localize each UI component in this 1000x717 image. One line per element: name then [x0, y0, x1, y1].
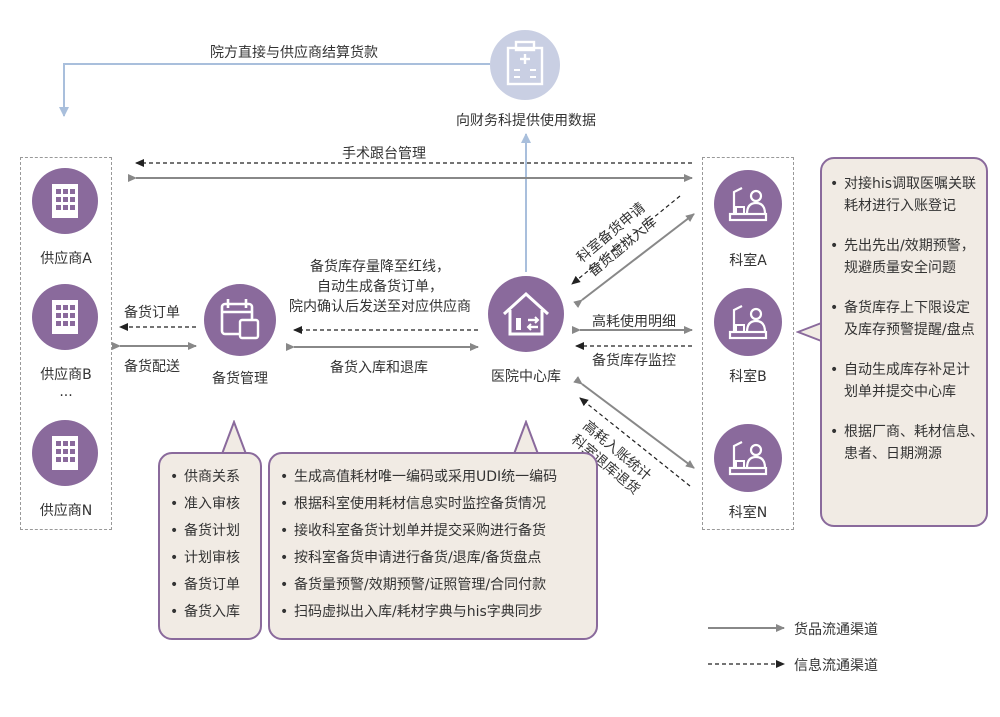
- suppliers-group: [20, 157, 112, 530]
- departments-group: [702, 157, 794, 530]
- return-info-arrow: [579, 397, 691, 487]
- bubble-item: 生成高值耗材唯一编码或采用UDI统一编码: [278, 464, 588, 491]
- calendar-icon: [204, 284, 276, 356]
- bubble-item: 备货量预警/效期预警/证照管理/合同付款: [278, 572, 588, 599]
- auto-order-line: 自动生成备货订单，: [317, 279, 443, 295]
- delivery-label: 备货配送: [124, 359, 180, 375]
- department-bubble-pointer: [796, 321, 825, 343]
- apply-info-arrow: [571, 195, 681, 285]
- bubble-item: 对接his调取医嘱关联 耗材进行入账登记: [828, 173, 980, 217]
- bubble-item: 先出先出/效期预警， 规避质量安全问题: [828, 235, 980, 279]
- center-label: 医院中心库: [491, 369, 561, 385]
- usage-label: 高耗使用明细: [592, 314, 676, 330]
- bubble-item: 计划审核: [168, 545, 252, 572]
- center-bubble: 生成高值耗材唯一编码或采用UDI统一编码 根据科室使用耗材信息实时监控备货情况 …: [268, 452, 598, 640]
- bubble-item-line: 备货库存上下限设定: [844, 300, 970, 316]
- auto-order-note: 备货库存量降至红线， 自动生成备货订单， 院内确认后发送至对应供应商: [270, 257, 490, 317]
- return-goods-arrow: [573, 376, 695, 469]
- bubble-item: 备货库存上下限设定 及库存预警提醒/盘点: [828, 297, 980, 341]
- bubble-item-line: 先出先出/效期预警，: [844, 238, 975, 254]
- supplier-building-icon: [32, 420, 98, 486]
- bubble-item-line: 患者、日期溯源: [844, 446, 942, 462]
- bubble-item: 根据厂商、耗材信息、 患者、日期溯源: [828, 421, 984, 465]
- order-label: 备货订单: [124, 305, 180, 321]
- center-bubble-pointer: [513, 420, 539, 455]
- bubble-item: 备货计划: [168, 518, 252, 545]
- supplier-building-icon: [32, 284, 98, 350]
- stock-management-label: 备货管理: [212, 371, 268, 387]
- bubble-item-line: 耗材进行入账登记: [844, 198, 956, 214]
- bubble-item: 备货入库: [168, 599, 252, 626]
- doctor-desk-icon: [714, 170, 782, 238]
- department-label: 科室A: [729, 253, 767, 269]
- bubble-item: 接收科室备货计划单并提交采购进行备货: [278, 518, 588, 545]
- doctor-desk-icon: [714, 424, 782, 492]
- bubble-item-line: 及库存预警提醒/盘点: [844, 322, 975, 338]
- legend-goods-label: 货品流通渠道: [794, 622, 878, 638]
- stock-bubble-pointer: [221, 420, 247, 455]
- stock-management-bubble: 供商关系 准入审核 备货计划 计划审核 备货订单 备货入库: [158, 452, 262, 640]
- supplier-building-icon: [32, 168, 98, 234]
- bubble-item: 准入审核: [168, 491, 252, 518]
- department-label: 科室B: [729, 369, 767, 385]
- hospital-building-icon: [490, 30, 560, 100]
- bubble-item-line: 划单并提交中心库: [844, 384, 956, 400]
- legend-info-label: 信息流通渠道: [794, 658, 878, 674]
- department-bubble: 对接his调取医嘱关联 耗材进行入账登记 先出先出/效期预警， 规避质量安全问题…: [820, 157, 988, 527]
- bubble-item: 自动生成库存补足计 划单并提交中心库: [828, 359, 980, 403]
- bubble-item: 备货订单: [168, 572, 252, 599]
- bubble-item-line: 对接his调取医嘱关联: [844, 176, 977, 192]
- department-label: 科室N: [728, 505, 768, 521]
- supplier-label: 供应商B: [40, 367, 92, 383]
- payment-label: 院方直接与供应商结算货款: [210, 45, 378, 61]
- apply-goods-arrow: [573, 213, 695, 309]
- bubble-item: 扫码虚拟出入库/耗材字典与his字典同步: [278, 599, 588, 626]
- doctor-desk-icon: [714, 288, 782, 356]
- bubble-item: 按科室备货申请进行备货/退库/备货盘点: [278, 545, 588, 572]
- bubble-item: 根据科室使用耗材信息实时监控备货情况: [278, 491, 588, 518]
- bubble-item-line: 自动生成库存补足计: [844, 362, 970, 378]
- supplier-label: 供应商N: [39, 503, 93, 519]
- auto-order-line: 备货库存量降至红线，: [310, 259, 450, 275]
- monitor-label: 备货库存监控: [592, 353, 676, 369]
- bubble-item: 供商关系: [168, 464, 252, 491]
- inout-label: 备货入库和退库: [330, 360, 428, 376]
- supplier-label: 供应商A: [40, 251, 92, 267]
- surgery-label: 手术跟台管理: [342, 146, 426, 162]
- payment-arrow: [59, 63, 490, 117]
- auto-order-line: 院内确认后发送至对应供应商: [289, 299, 471, 315]
- finance-label: 向财务科提供使用数据: [456, 113, 596, 129]
- bubble-item-line: 根据厂商、耗材信息、: [844, 424, 984, 440]
- bubble-item-line: 规避质量安全问题: [844, 260, 956, 276]
- hospital-warehouse-icon: [488, 276, 564, 352]
- supplier-ellipsis: ...: [59, 384, 73, 400]
